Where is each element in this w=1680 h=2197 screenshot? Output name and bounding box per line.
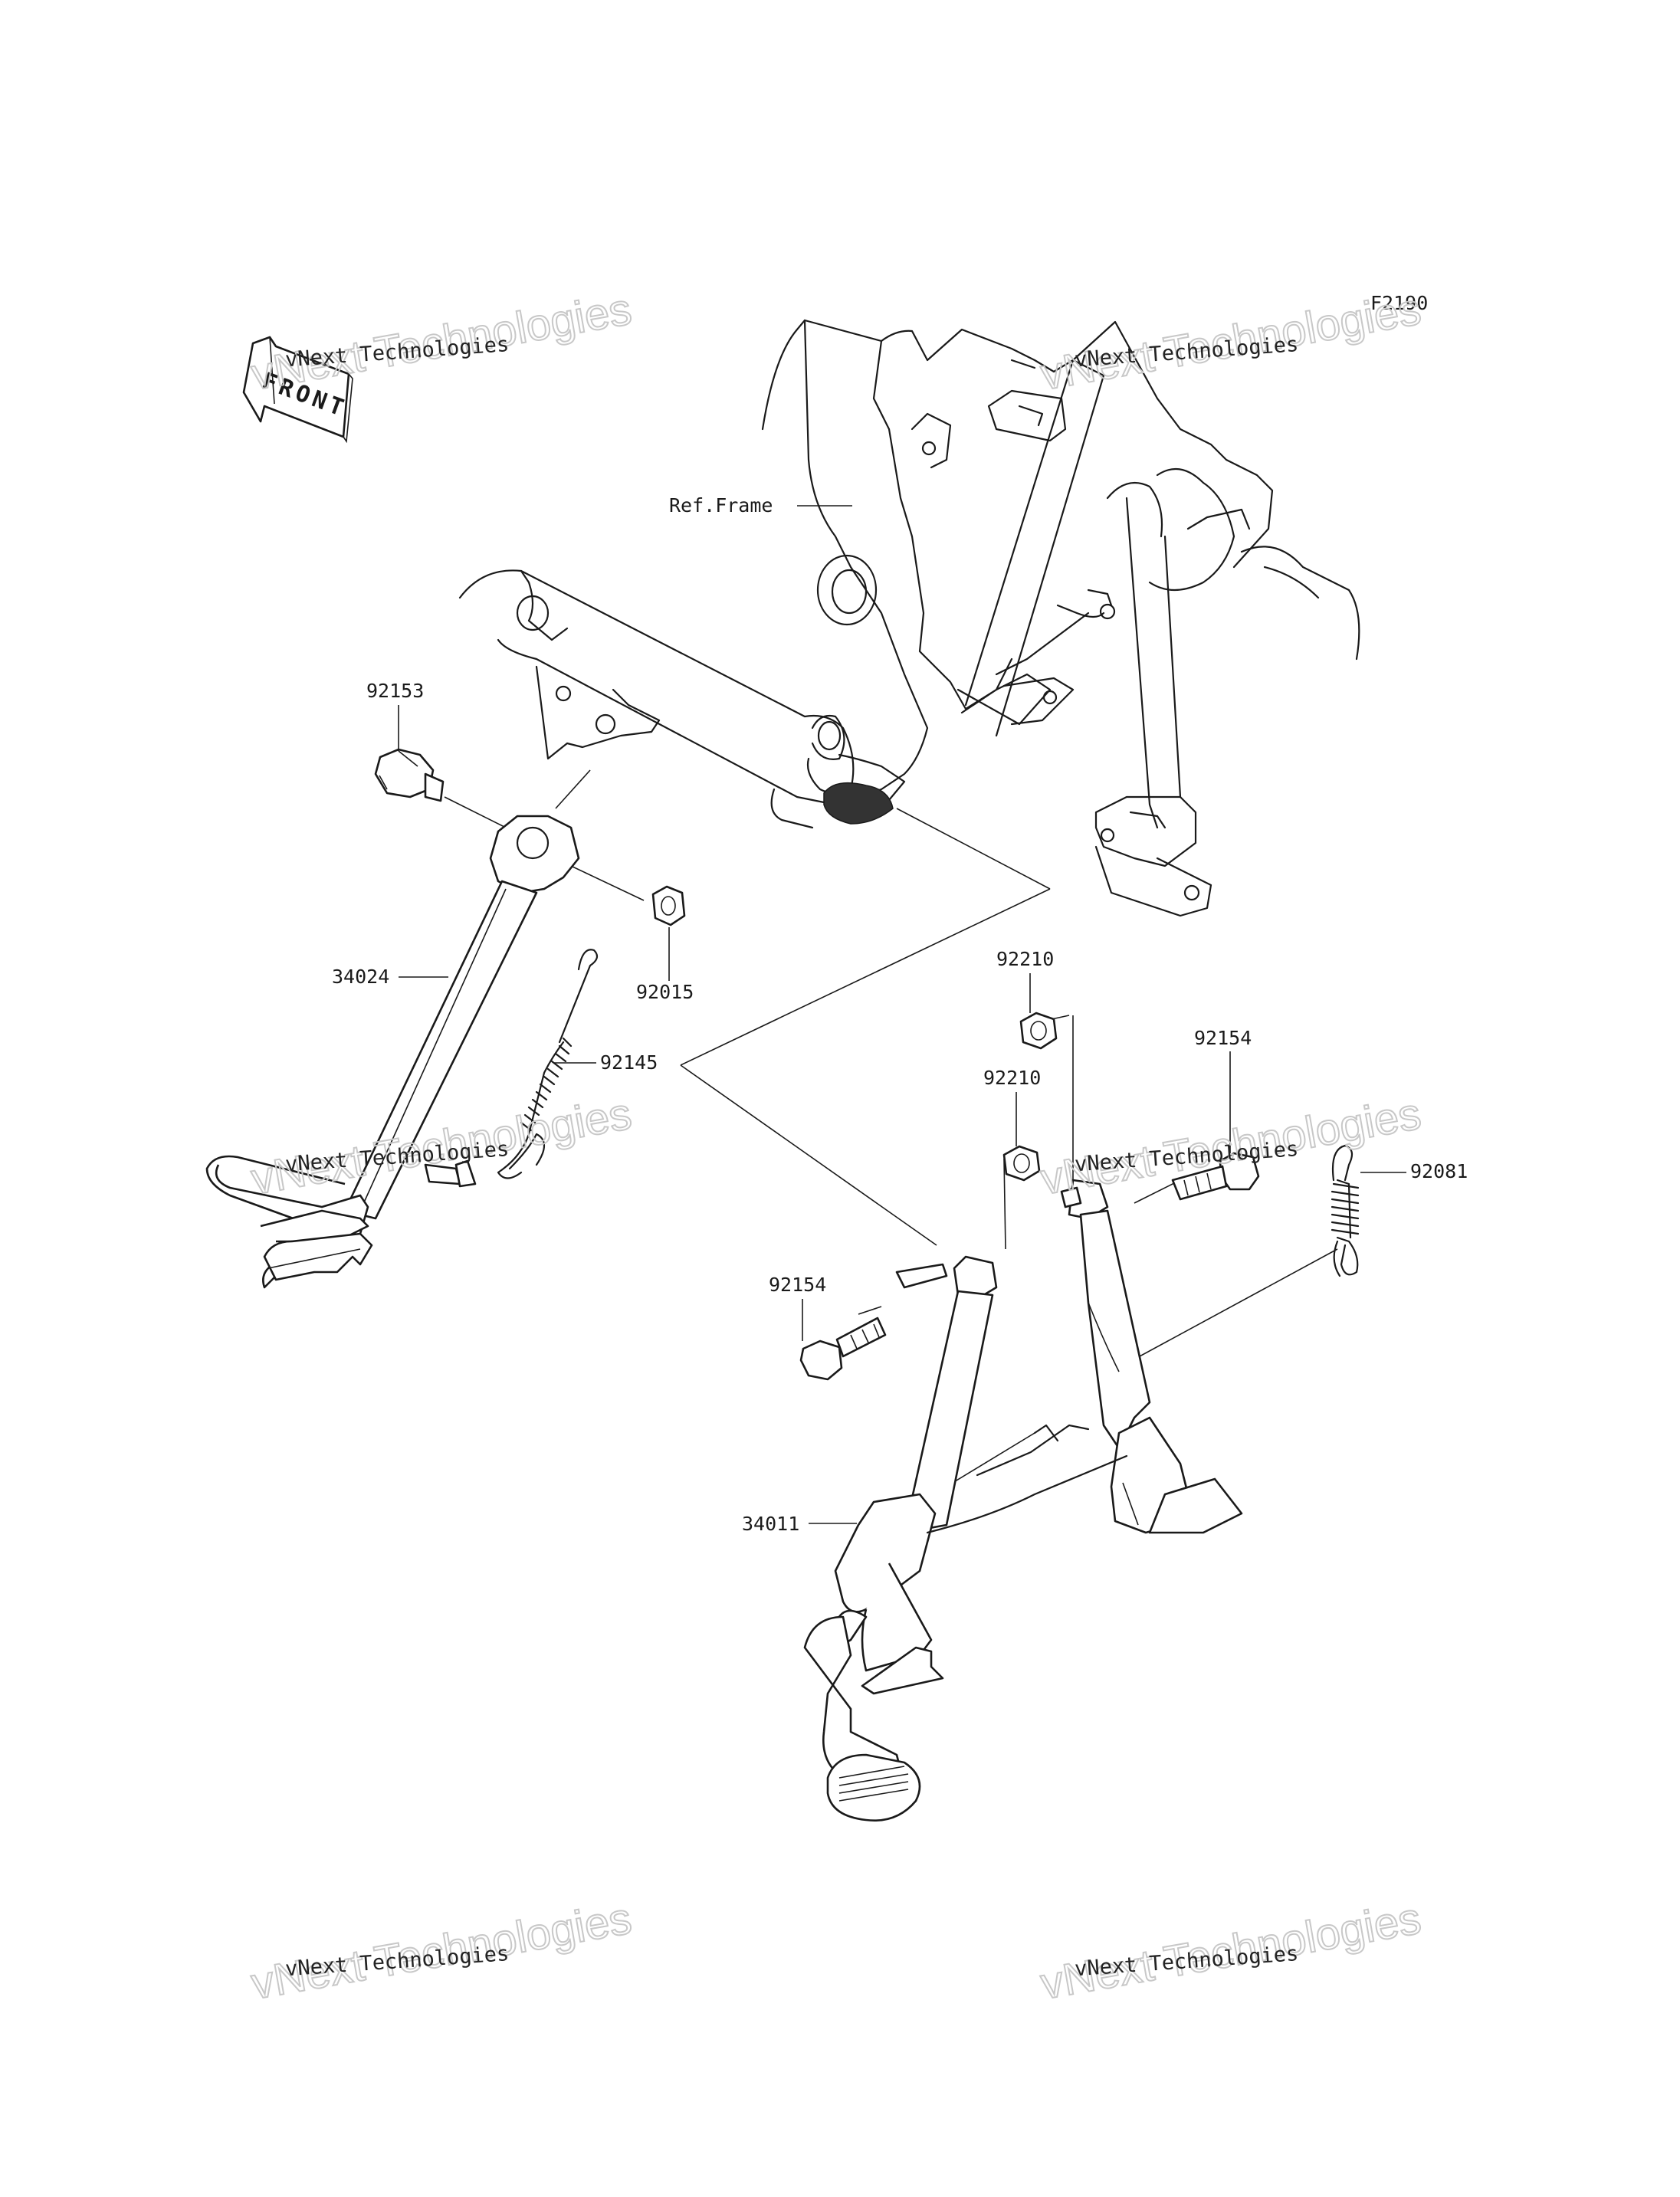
spring-92081	[1331, 1144, 1360, 1277]
svg-text:92153: 92153	[366, 680, 424, 702]
nut-92210-lower	[1002, 1145, 1041, 1182]
bolt-92154-left	[799, 1317, 887, 1381]
nut-92210-upper	[1019, 1012, 1058, 1050]
nut-92015	[651, 885, 686, 926]
part-label-92154-right: 92154	[1194, 1027, 1252, 1153]
spring-92145	[497, 949, 599, 1179]
part-label-92015: 92015	[636, 927, 694, 1003]
svg-text:92154: 92154	[769, 1274, 826, 1296]
svg-text:34011: 34011	[742, 1513, 799, 1535]
bolt-92154-right	[1171, 1152, 1260, 1201]
svg-text:92154: 92154	[1194, 1027, 1252, 1049]
part-label-34024: 34024	[332, 966, 448, 988]
svg-text:92210: 92210	[996, 948, 1054, 970]
watermark: vNext Technologies vNext Technologies	[247, 1893, 636, 2010]
ref-frame-label: Ref.Frame	[669, 494, 773, 516]
part-label-92210-upper: 92210	[996, 948, 1054, 1013]
diagram-code: F2190	[1370, 292, 1428, 314]
svg-text:34024: 34024	[332, 966, 389, 988]
watermark: vNext Technologies vNext Technologies	[1036, 1893, 1426, 2010]
side-stand-34024	[205, 815, 580, 1289]
part-label-92154-left: 92154	[769, 1274, 826, 1341]
frame-reference	[458, 319, 1360, 917]
svg-text:92081: 92081	[1410, 1160, 1468, 1182]
front-arrow-icon: FRONT	[242, 336, 353, 444]
svg-text:92210: 92210	[983, 1067, 1041, 1089]
part-label-92081: 92081	[1360, 1160, 1468, 1182]
svg-text:92145: 92145	[600, 1051, 658, 1074]
part-label-34011: 34011	[742, 1513, 857, 1535]
part-label-92145: 92145	[553, 1051, 658, 1074]
bolt-92153	[374, 748, 445, 802]
main-stand-34011	[803, 1179, 1243, 1822]
part-label-92153: 92153	[366, 680, 424, 751]
part-label-92210-lower: 92210	[983, 1067, 1041, 1146]
svg-text:92015: 92015	[636, 981, 694, 1003]
watermark: vNext Technologies vNext Technologies	[247, 284, 636, 401]
watermark: vNext Technologies vNext Technologies	[1036, 284, 1426, 401]
watermark: vNext Technologies vNext Technologies	[247, 1088, 636, 1205]
